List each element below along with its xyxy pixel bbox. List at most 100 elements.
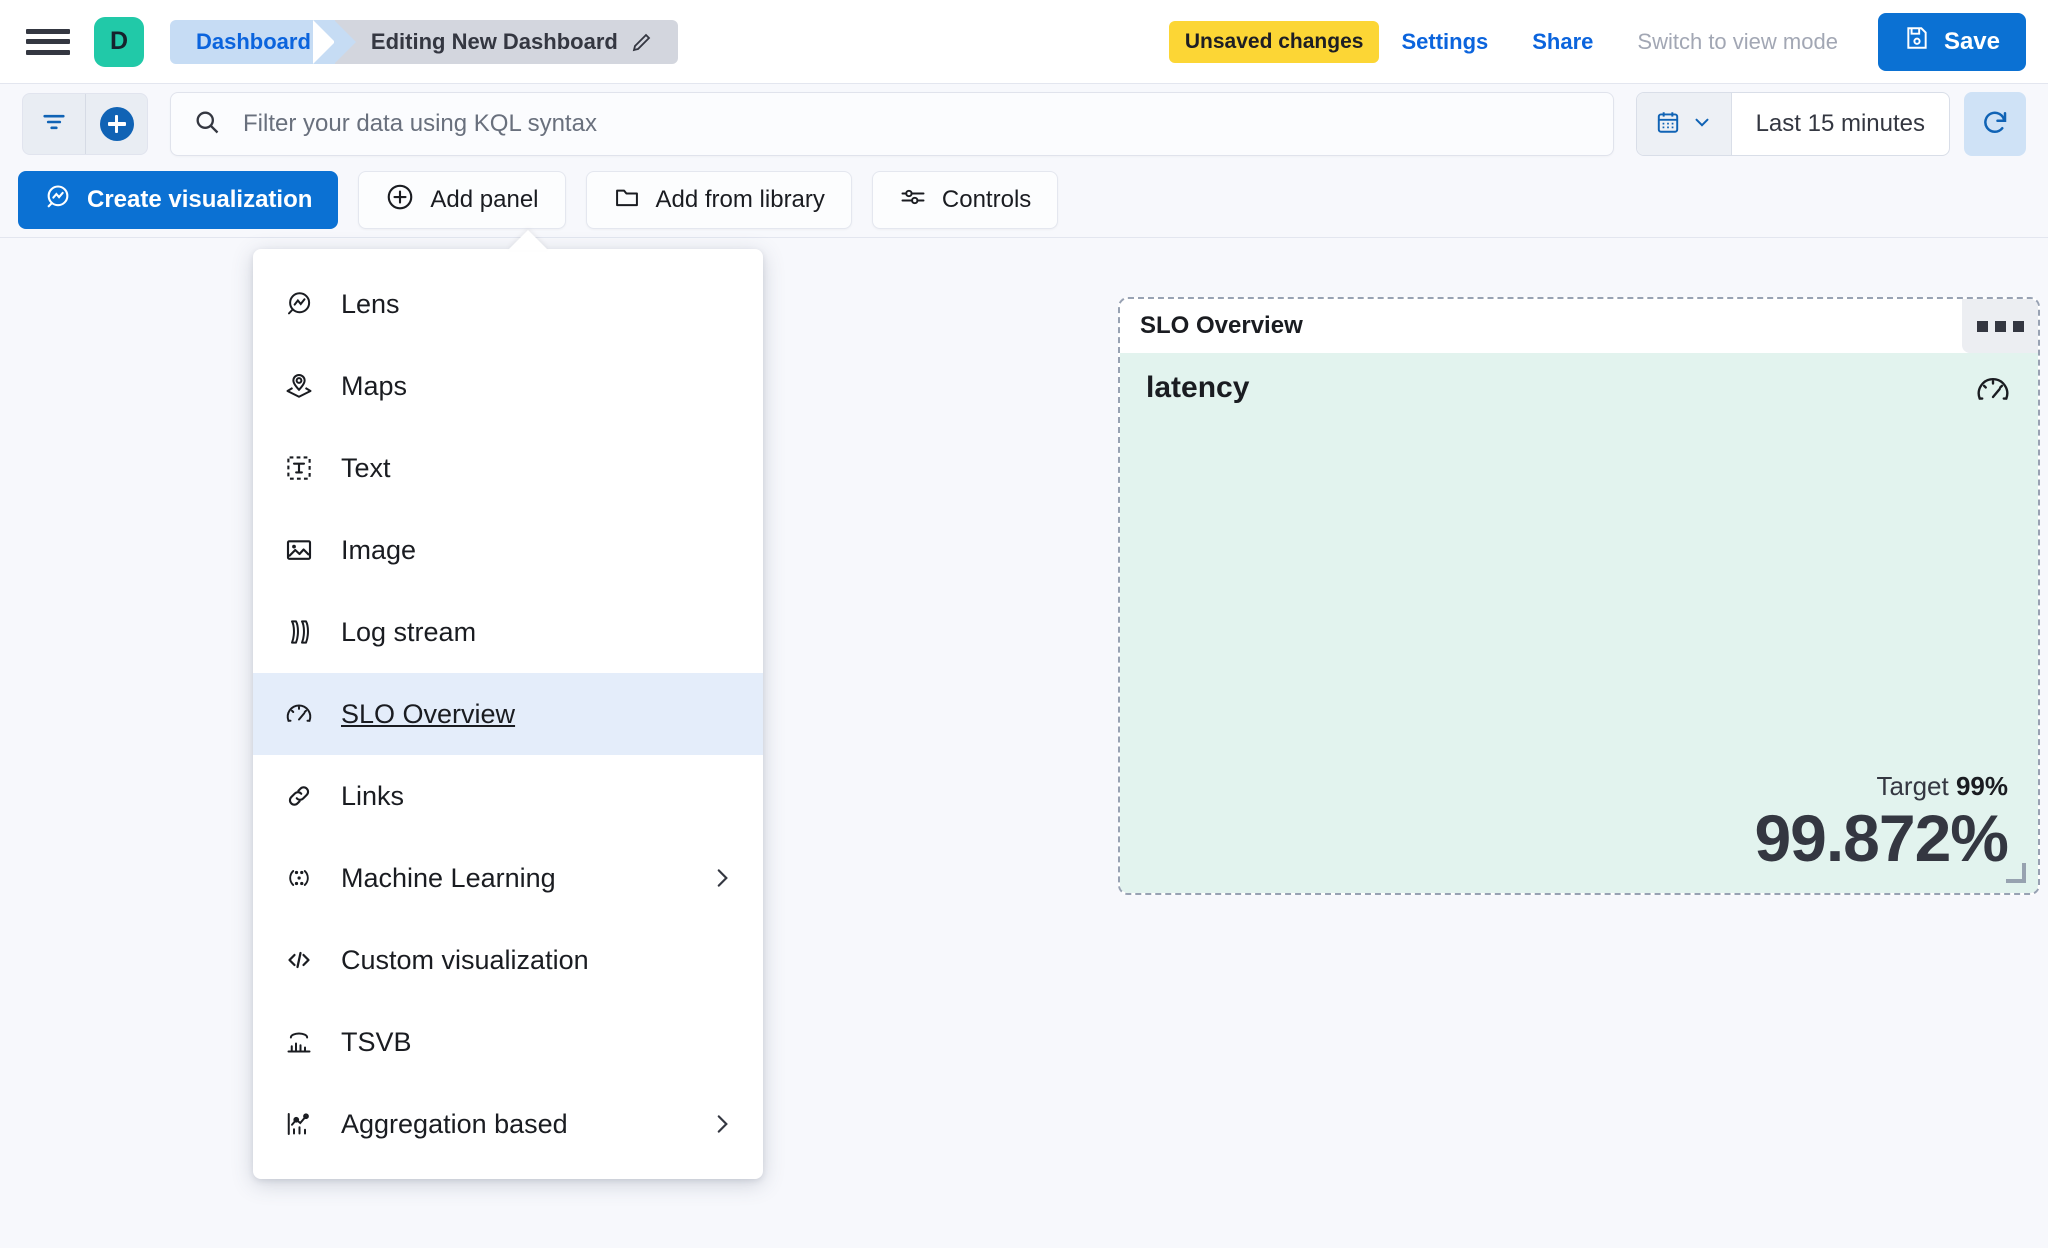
menu-item-custom-visualization[interactable]: Custom visualization [253, 919, 763, 1001]
calendar-icon [1655, 109, 1681, 140]
menu-item-label: Machine Learning [341, 862, 556, 893]
create-visualization-button[interactable]: Create visualization [18, 171, 339, 229]
chevron-down-icon [1691, 111, 1713, 138]
time-range-value[interactable]: Last 15 minutes [1755, 110, 1925, 137]
plus-in-circle-icon [385, 182, 415, 219]
query-bar: Filter your data using KQL syntax Last 1… [0, 84, 2048, 164]
link-chain-icon [283, 780, 315, 812]
menu-item-label: Maps [341, 370, 408, 401]
menu-item-label: Aggregation based [341, 1108, 568, 1139]
share-link[interactable]: Share [1532, 28, 1594, 54]
menu-item-label: Lens [341, 288, 400, 319]
lens-icon [44, 183, 72, 218]
refresh-icon [1980, 107, 2010, 142]
three-dots-icon [2012, 320, 2024, 332]
gauge-icon [283, 698, 315, 730]
tsvb-chart-icon [283, 1026, 315, 1058]
filter-options-button[interactable] [23, 94, 85, 154]
menu-item-log-stream[interactable]: Log stream [253, 591, 763, 673]
menu-item-label: Text [341, 452, 391, 483]
panel-header: SLO Overview [1120, 299, 2038, 353]
search-input[interactable]: Filter your data using KQL syntax [170, 92, 1614, 156]
menu-item-label: SLO Overview [341, 698, 516, 729]
log-stream-icon [283, 616, 315, 648]
date-quick-select-button[interactable] [1636, 93, 1732, 155]
popover-arrow [508, 230, 548, 250]
menu-item-tsvb[interactable]: TSVB [253, 1001, 763, 1083]
menu-item-label: Links [341, 780, 405, 811]
menu-item-aggregation-based[interactable]: Aggregation based [253, 1083, 763, 1165]
chevron-right-icon [709, 865, 735, 891]
add-panel-menu: Lens Maps Text Image [253, 249, 763, 1179]
menu-item-slo-overview[interactable]: SLO Overview [253, 673, 763, 755]
save-button-label: Save [1943, 27, 2000, 55]
breadcrumb-item-dashboard[interactable]: Dashboard [170, 19, 356, 64]
menu-item-image[interactable]: Image [253, 509, 763, 591]
refresh-button[interactable] [1964, 92, 2026, 156]
panel-title: SLO Overview [1140, 312, 1303, 339]
map-pin-layers-icon [283, 370, 315, 402]
time-picker: Last 15 minutes [1635, 92, 1950, 156]
three-dots-icon [1994, 320, 2006, 332]
add-panel-button[interactable]: Add panel [358, 171, 566, 229]
add-from-library-button[interactable]: Add from library [585, 171, 852, 229]
top-header: D Dashboard Editing New Dashboard Unsave… [0, 0, 2048, 84]
switch-to-view-mode-link[interactable]: Switch to view mode [1637, 28, 1838, 54]
slo-target: Target 99% [1754, 771, 2008, 802]
add-from-library-label: Add from library [655, 186, 825, 213]
text-box-icon [283, 452, 315, 484]
slo-stats: Target 99% 99.872% [1754, 771, 2009, 875]
toolbar-divider [0, 237, 2048, 238]
menu-item-text[interactable]: Text [253, 427, 763, 509]
chevron-right-icon [709, 1111, 735, 1137]
machine-learning-icon [283, 862, 315, 894]
menu-item-machine-learning[interactable]: Machine Learning [253, 837, 763, 919]
panel-resize-handle[interactable] [2006, 863, 2026, 883]
search-placeholder: Filter your data using KQL syntax [243, 110, 597, 137]
slo-target-label: Target [1876, 770, 1949, 801]
breadcrumb-editing-label: Editing New Dashboard [370, 28, 618, 54]
breadcrumb-item-editing[interactable]: Editing New Dashboard [312, 19, 678, 64]
menu-item-label: Log stream [341, 616, 477, 647]
space-avatar[interactable]: D [94, 16, 144, 67]
menu-item-label: Custom visualization [341, 944, 589, 975]
three-dots-icon [1976, 320, 1988, 332]
slo-sli-value: 99.872% [1754, 800, 2009, 875]
controls-button[interactable]: Controls [871, 171, 1059, 229]
slo-panel-body: latency Target 99% 99.872% [1120, 353, 2038, 893]
code-brackets-icon [283, 944, 315, 976]
gauge-icon [1974, 371, 2012, 414]
menu-item-label: Image [341, 534, 417, 565]
menu-item-lens[interactable]: Lens [253, 263, 763, 345]
dashboard-toolbar: Create visualization Add panel Add from … [0, 162, 2048, 238]
unsaved-changes-badge[interactable]: Unsaved changes [1168, 20, 1380, 63]
lens-icon [283, 288, 315, 320]
folder-icon [613, 183, 641, 218]
menu-item-links[interactable]: Links [253, 755, 763, 837]
menu-item-label: TSVB [341, 1026, 412, 1057]
slo-overview-panel[interactable]: SLO Overview latency Target 99% 99.872% [1118, 297, 2040, 895]
filter-icon [40, 108, 68, 141]
header-actions: Unsaved changes Settings Share Switch to… [1168, 12, 2048, 71]
sliders-icon [899, 183, 927, 218]
create-visualization-label: Create visualization [87, 186, 313, 213]
slo-metric-name: latency [1146, 371, 1250, 404]
panel-context-menu-button[interactable] [1962, 299, 2038, 353]
search-icon [193, 108, 221, 141]
add-panel-label: Add panel [430, 186, 539, 213]
controls-label: Controls [941, 186, 1032, 213]
plus-circle-icon [99, 107, 134, 141]
aggregation-chart-icon [283, 1108, 315, 1140]
breadcrumb: Dashboard Editing New Dashboard [170, 19, 678, 64]
slo-target-value: 99% [1955, 770, 2008, 801]
pencil-icon[interactable] [630, 30, 654, 54]
filter-button-group [22, 93, 148, 155]
breadcrumb-dashboard-label: Dashboard [196, 28, 311, 54]
add-filter-button[interactable] [85, 94, 147, 154]
menu-item-maps[interactable]: Maps [253, 345, 763, 427]
image-icon [283, 534, 315, 566]
settings-link[interactable]: Settings [1401, 28, 1489, 54]
hamburger-menu-icon[interactable] [26, 25, 70, 59]
save-button[interactable]: Save [1877, 12, 2026, 71]
save-disk-icon [1904, 25, 1930, 58]
